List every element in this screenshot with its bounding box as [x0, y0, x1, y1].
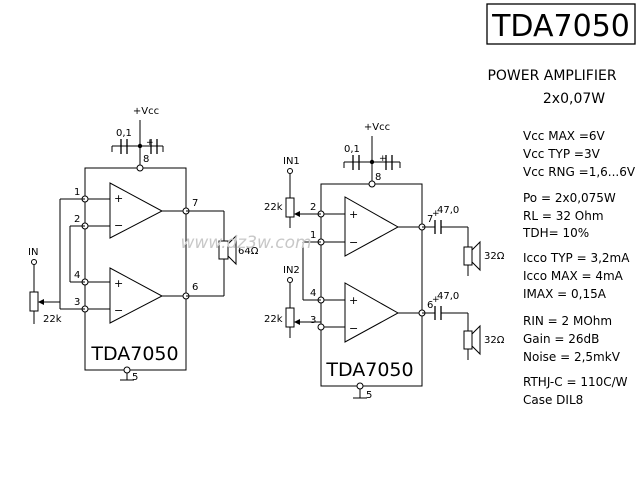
spec-icco-max: Icco MAX = 4mA: [523, 269, 624, 283]
right-input1-jack: [287, 168, 293, 174]
right-pin3-node: [317, 323, 325, 331]
right-out1-cap-plus: +: [432, 209, 440, 219]
spec-vcc-rng: Vcc RNG =1,6...6V: [523, 165, 636, 179]
left-pot-body: [29, 291, 39, 312]
right-amp-lower: [344, 282, 400, 343]
right-input2-jack: [287, 277, 293, 283]
spec-list: Vcc MAX =6V Vcc TYP =3V Vcc RNG =1,6...6…: [522, 129, 636, 407]
left-pin2-label: 2: [74, 214, 80, 225]
left-pin7-label: 7: [192, 198, 198, 209]
left-pot-wiper-arrow: [38, 299, 44, 305]
left-cap-plus: +: [146, 138, 154, 148]
subtitle-line-2: 2x0,07W: [543, 91, 605, 107]
spec-noise: Noise = 2,5mkV: [523, 350, 621, 364]
left-amp-upper-plus: +: [114, 192, 123, 205]
right-pot2-label: 22k: [264, 314, 283, 325]
left-chip-label: TDA7050: [90, 343, 178, 365]
left-circuit: TDA7050 +Vcc 0,1 + 8 + − + − 1 2: [28, 106, 259, 383]
right-speaker2-label: 32Ω: [484, 335, 505, 346]
spec-vcc-max: Vcc MAX =6V: [523, 129, 606, 143]
right-pin3-label: 3: [310, 315, 316, 326]
left-speaker-cone-icon: [227, 234, 237, 266]
spec-po: Po = 2x0,075W: [523, 191, 616, 205]
left-amp-lower-minus: −: [114, 304, 123, 317]
left-pin5-node: [123, 366, 131, 374]
spec-rin: RIN = 2 MOhm: [523, 314, 612, 328]
subtitle-line-1: POWER AMPLIFIER: [487, 68, 616, 84]
left-input-label: IN: [28, 247, 38, 258]
right-pin4-label: 4: [310, 288, 316, 299]
left-cap-junction: [137, 143, 143, 149]
left-pin6-label: 6: [192, 282, 198, 293]
right-input1-label: IN1: [283, 156, 300, 167]
watermark-text: www.dz3w.com: [180, 233, 311, 253]
right-chip-label: TDA7050: [325, 359, 413, 381]
right-pot1-label: 22k: [264, 202, 283, 213]
spec-case: Case DIL8: [523, 393, 583, 407]
right-circuit: TDA7050 +Vcc 0,1 + 8 + − + − 2 1: [264, 122, 505, 401]
left-pin8-label: 8: [143, 154, 149, 165]
right-pin6-label: 6: [427, 300, 433, 311]
left-amp-lower: [109, 267, 164, 324]
left-pin8-node: [136, 164, 144, 172]
spec-imax: IMAX = 0,15A: [523, 287, 607, 301]
right-out2-cap-plus: +: [432, 295, 440, 305]
title-frame: [486, 3, 636, 45]
right-amp-lower-minus: −: [349, 322, 358, 335]
right-pin5-label: 5: [366, 390, 372, 401]
right-out2-cap-value: 47,0: [437, 291, 459, 302]
title-block: TDA7050 POWER AMPLIFIER 2x0,07W: [486, 3, 636, 107]
right-pin8-label: 8: [375, 172, 381, 183]
spec-gain: Gain = 26dB: [523, 332, 599, 346]
right-pin7-label: 7: [427, 214, 433, 225]
right-cap-value: 0,1: [344, 144, 360, 155]
right-vcc-label: +Vcc: [364, 122, 390, 133]
left-speaker-label: 64Ω: [238, 246, 259, 257]
right-pin2-label: 2: [310, 202, 316, 213]
left-pin5-label: 5: [132, 372, 138, 383]
left-cap-value: 0,1: [116, 128, 132, 139]
left-pin1-label: 1: [74, 187, 80, 198]
left-amp-upper: [109, 182, 164, 239]
right-cap-junction: [369, 159, 375, 165]
left-amp-lower-plus: +: [114, 277, 123, 290]
right-input2-label: IN2: [283, 265, 300, 276]
spec-icco-typ: Icco TYP = 3,2mA: [523, 251, 630, 265]
right-pot2-wiper-arrow: [294, 319, 300, 325]
right-amp-lower-plus: +: [349, 294, 358, 307]
right-cap-plus: +: [379, 154, 387, 164]
right-pot2-body: [285, 307, 295, 328]
left-amp-upper-minus: −: [114, 219, 123, 232]
right-out1-cap-value: 47,0: [437, 205, 459, 216]
spec-tdh: TDH= 10%: [522, 226, 589, 240]
left-pot-label: 22k: [43, 314, 62, 325]
spec-rl: RL = 32 Ohm: [523, 209, 604, 223]
right-amp-upper: [344, 196, 400, 257]
spec-rthjc: RTHJ-C = 110C/W: [523, 375, 628, 389]
right-speaker1-label: 32Ω: [484, 251, 505, 262]
left-input-jack: [31, 259, 37, 265]
right-speaker1-cone-icon: [471, 240, 481, 272]
right-pin1-label: 1: [310, 230, 316, 241]
right-speaker2-icon: [463, 330, 473, 350]
spec-vcc-typ: Vcc TYP =3V: [523, 147, 601, 161]
left-pin3-label: 3: [74, 297, 80, 308]
page-title: TDA7050: [491, 9, 630, 44]
left-chip-body: [84, 167, 187, 371]
right-speaker1-icon: [463, 246, 473, 266]
right-pin8-node: [368, 180, 376, 188]
left-vcc-label: +Vcc: [133, 106, 159, 117]
left-pin4-label: 4: [74, 270, 80, 281]
right-amp-upper-minus: −: [349, 236, 358, 249]
right-amp-upper-plus: +: [349, 208, 358, 221]
right-speaker2-cone-icon: [471, 324, 481, 356]
right-pin5-node: [356, 382, 364, 390]
right-pot1-body: [285, 197, 295, 218]
right-pot1-wiper-arrow: [294, 211, 300, 217]
